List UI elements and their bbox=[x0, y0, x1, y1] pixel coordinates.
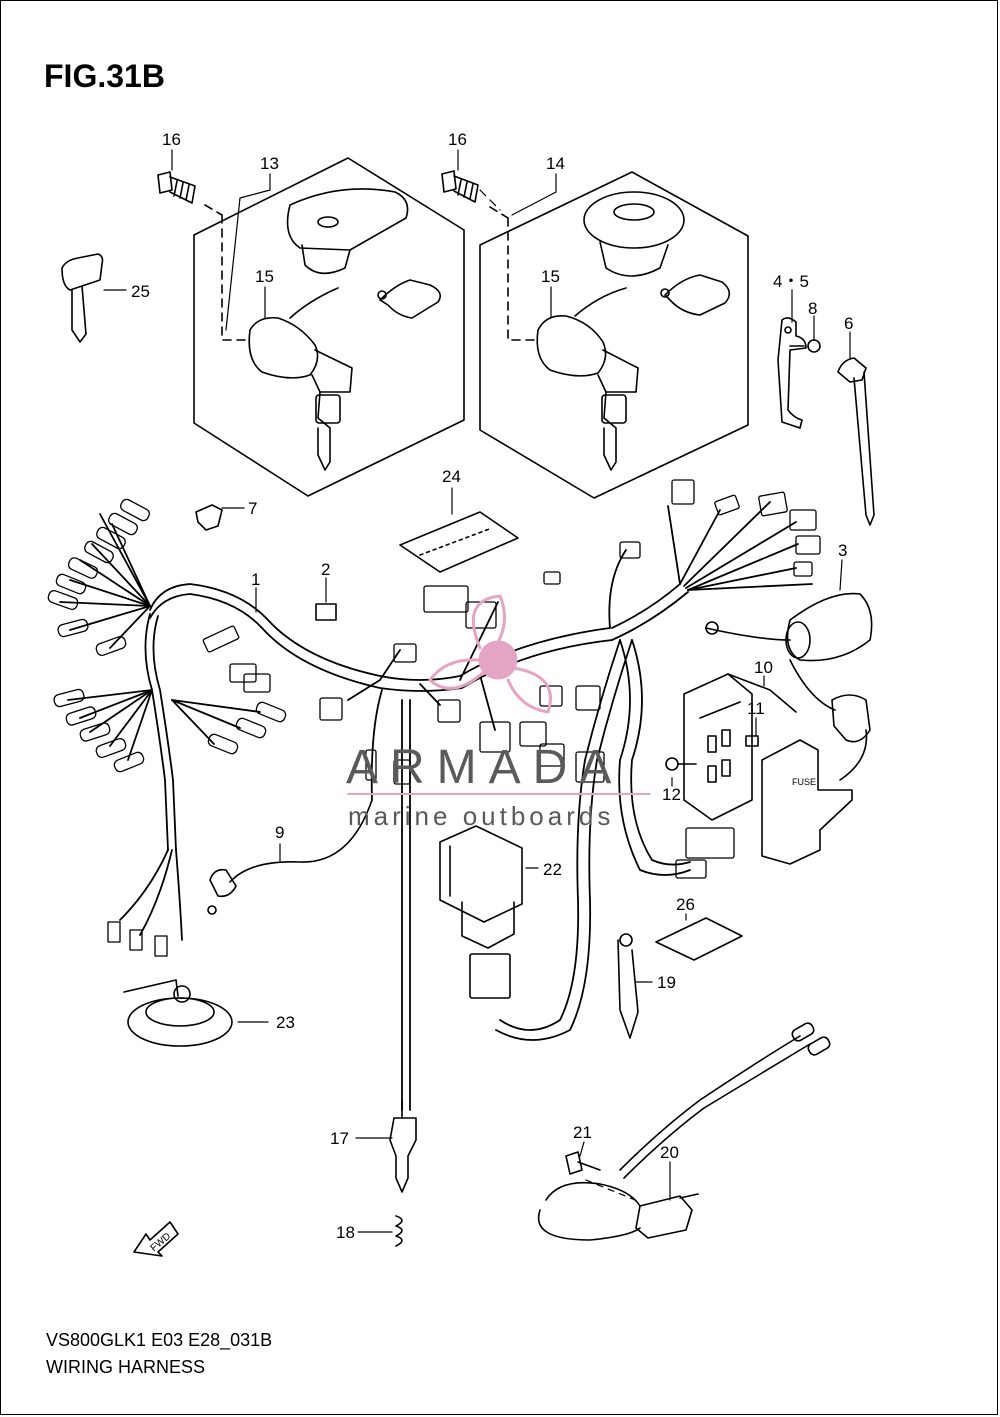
bracket-7 bbox=[195, 504, 223, 531]
diagram-code: VS800GLK1 E03 E28_031B bbox=[46, 1330, 273, 1350]
ground-lead-9 bbox=[207, 799, 373, 915]
callout-15-left: 15 bbox=[255, 267, 274, 286]
label-sheet-24 bbox=[399, 511, 519, 573]
callout-20: 20 bbox=[660, 1143, 679, 1162]
callout-22: 22 bbox=[543, 860, 562, 879]
callout-4-5: 4・5 bbox=[773, 272, 809, 291]
callout-16-right: 16 bbox=[448, 130, 467, 149]
ignition-switch-box-b bbox=[479, 171, 749, 499]
label-sheet-26 bbox=[655, 917, 743, 961]
callout-24: 24 bbox=[442, 467, 461, 486]
screw-12 bbox=[665, 757, 697, 771]
callout-1: 1 bbox=[251, 570, 260, 589]
callout-19: 19 bbox=[657, 973, 676, 992]
harness-connectors-center bbox=[319, 541, 641, 785]
figure-title: FIG.31B bbox=[44, 58, 165, 94]
harness-connectors-right bbox=[671, 479, 821, 879]
forward-arrow-icon: FWD bbox=[133, 1221, 179, 1257]
callout-14: 14 bbox=[546, 154, 565, 173]
watermark: ARMADA marine outboards bbox=[346, 594, 651, 831]
bracket-19 bbox=[617, 933, 639, 1039]
screw-21 bbox=[565, 1151, 601, 1175]
callout-17: 17 bbox=[330, 1129, 349, 1148]
callout-numbers: 16 13 16 14 15 15 25 4・5 8 6 7 24 1 2 3 … bbox=[131, 130, 853, 1242]
callout-leaders bbox=[103, 149, 851, 1233]
callout-8: 8 bbox=[808, 299, 817, 318]
watermark-tagline: marine outboards bbox=[348, 801, 614, 831]
clamp-4-5 bbox=[777, 317, 807, 429]
callout-11: 11 bbox=[747, 699, 765, 718]
diagram-name: WIRING HARNESS bbox=[46, 1357, 206, 1377]
bolt-16-right bbox=[441, 170, 479, 203]
main-harness-1 bbox=[59, 501, 813, 1111]
callout-3: 3 bbox=[838, 541, 847, 560]
callout-12: 12 bbox=[662, 785, 681, 804]
callout-18: 18 bbox=[336, 1223, 355, 1242]
callout-21: 21 bbox=[573, 1123, 592, 1142]
harness-connectors-left bbox=[47, 498, 287, 957]
callout-2: 2 bbox=[321, 560, 330, 579]
relay-22 bbox=[439, 825, 523, 999]
callout-26: 26 bbox=[676, 895, 695, 914]
callout-9: 9 bbox=[275, 823, 284, 842]
watermark-propeller-icon bbox=[428, 594, 552, 714]
stop-switch-17 bbox=[389, 1099, 417, 1193]
callout-16-left: 16 bbox=[162, 130, 181, 149]
key-25 bbox=[61, 253, 104, 343]
bolt-16-left bbox=[157, 171, 196, 204]
callout-23: 23 bbox=[276, 1013, 295, 1032]
horn-23 bbox=[123, 979, 233, 1047]
callout-15-right: 15 bbox=[541, 267, 560, 286]
switch-20 bbox=[537, 1022, 831, 1241]
fuse-box-label: FUSE bbox=[792, 777, 816, 787]
ignition-switch-box-a bbox=[193, 157, 465, 497]
callout-25: 25 bbox=[131, 282, 150, 301]
callout-10: 10 bbox=[754, 658, 773, 677]
condenser-3 bbox=[705, 592, 873, 781]
watermark-brand: ARMADA bbox=[346, 741, 623, 794]
relay-2 bbox=[315, 603, 337, 621]
callout-13: 13 bbox=[260, 154, 279, 173]
fuse-box-10 bbox=[683, 673, 853, 865]
cable-tie-6 bbox=[837, 357, 875, 526]
callout-7: 7 bbox=[248, 499, 257, 518]
spring-18 bbox=[395, 1215, 403, 1247]
callout-6: 6 bbox=[844, 314, 853, 333]
fuse-11 bbox=[745, 735, 759, 747]
